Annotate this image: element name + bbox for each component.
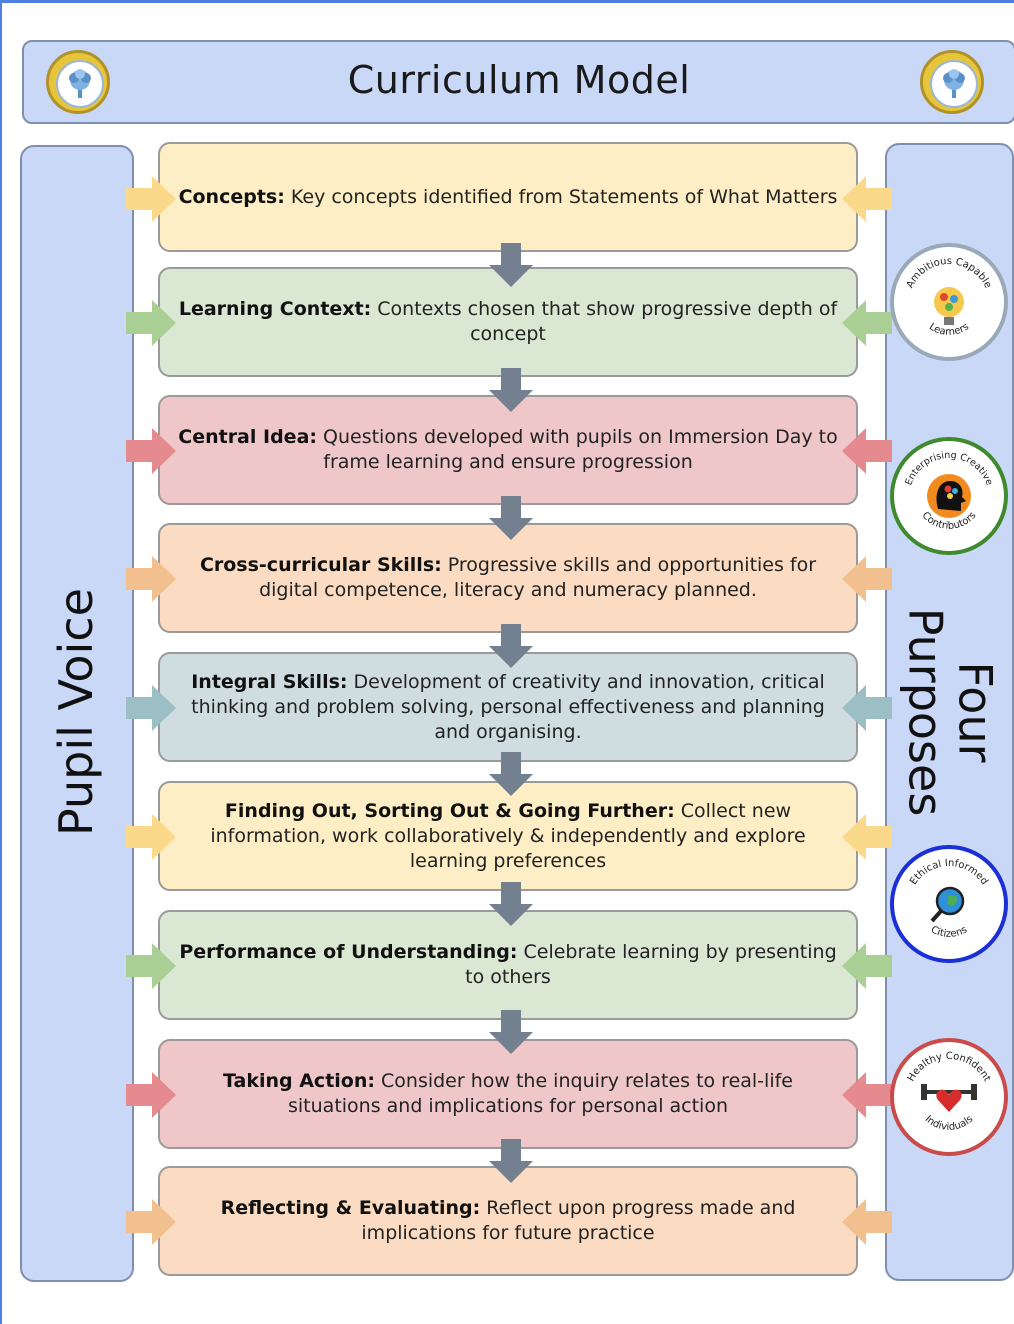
step-description: Progressive skills and opportunities for… — [259, 554, 817, 601]
step-text: Performance of Understanding: Celebrate … — [178, 940, 838, 990]
step-text: Integral Skills: Development of creativi… — [178, 670, 838, 745]
purpose-badge-graphic: Ambitious Capable Learners — [905, 256, 993, 338]
down-arrow-icon — [489, 1139, 533, 1183]
step-text: Concepts: Key concepts identified from S… — [179, 185, 838, 210]
step-description: Contexts chosen that show progressive de… — [371, 298, 838, 345]
heart-weight-icon — [921, 1084, 977, 1112]
page-title: Curriculum Model — [347, 58, 691, 102]
purpose-top-text: Healthy Confident — [906, 1051, 993, 1084]
step-text: Finding Out, Sorting Out & Going Further… — [178, 799, 838, 874]
step-heading: Performance of Understanding: — [179, 941, 518, 963]
right-arrow-icon — [126, 176, 176, 222]
step-heading: Learning Context: — [178, 298, 372, 320]
four-purposes-line2: Purposes — [899, 607, 953, 817]
head-icon — [927, 474, 971, 518]
step-heading: Central Idea: — [178, 426, 317, 448]
right-arrow-icon — [126, 814, 176, 860]
down-arrow-icon — [489, 1010, 533, 1054]
school-logo-right-icon — [920, 50, 984, 114]
pupil-voice-label: Pupil Voice — [49, 588, 103, 836]
purpose-enterprising-creative-contributors: Enterprising Creative Contributors — [890, 437, 1008, 555]
down-arrow-icon — [489, 624, 533, 668]
step-heading: Integral Skills: — [191, 670, 348, 693]
step-text: Central Idea: Questions developed with p… — [178, 425, 838, 475]
left-arrow-icon — [842, 556, 892, 602]
left-arrow-icon — [842, 300, 892, 346]
step-concepts: Concepts: Key concepts identified from S… — [158, 142, 858, 252]
purpose-top-text: Ambitious Capable — [905, 256, 993, 290]
step-text: Reflecting & Evaluating: Reflect upon pr… — [178, 1196, 838, 1246]
svg-text:Individuals: Individuals — [923, 1114, 976, 1133]
left-border-line — [0, 0, 2, 1324]
right-arrow-icon — [126, 300, 176, 346]
svg-text:Ambitious Capable: Ambitious Capable — [905, 256, 993, 290]
left-arrow-icon — [842, 176, 892, 222]
step-heading: Finding Out, Sorting Out & Going Further… — [224, 799, 675, 822]
step-description: Consider how the inquiry relates to real… — [288, 1070, 793, 1117]
purpose-ethical-informed-citizens: Ethical Informed Citizens — [890, 845, 1008, 963]
purpose-healthy-confident-individuals: Healthy Confident Individuals — [890, 1038, 1008, 1156]
top-border-line — [0, 0, 1014, 3]
right-arrow-icon — [126, 1199, 176, 1245]
step-description: Key concepts identified from Statements … — [284, 185, 838, 208]
right-arrow-icon — [126, 943, 176, 989]
globe-icon — [930, 886, 965, 923]
step-heading: Taking Action: — [223, 1070, 375, 1092]
down-arrow-icon — [489, 496, 533, 540]
right-arrow-icon — [126, 685, 176, 731]
down-arrow-icon — [489, 752, 533, 796]
step-integral-skills: Integral Skills: Development of creativi… — [158, 652, 858, 762]
school-logo-left-icon — [46, 50, 110, 114]
purpose-badge-graphic: Enterprising Creative Contributors — [903, 450, 994, 532]
purpose-badge-graphic: Ethical Informed Citizens — [908, 858, 990, 940]
step-text: Taking Action: Consider how the inquiry … — [178, 1069, 838, 1119]
step-text: Cross-curricular Skills: Progressive ski… — [178, 553, 838, 603]
step-description: Collect new information, work collaborat… — [210, 799, 806, 872]
right-arrow-icon — [126, 1072, 176, 1118]
lightbulb-icon — [934, 287, 964, 325]
step-heading: Reflecting & Evaluating: — [220, 1197, 481, 1219]
down-arrow-icon — [489, 368, 533, 412]
step-central-idea: Central Idea: Questions developed with p… — [158, 395, 858, 505]
step-description: Questions developed with pupils on Immer… — [316, 426, 838, 473]
purpose-top-text: Ethical Informed — [908, 858, 990, 887]
step-text: Learning Context: Contexts chosen that s… — [178, 297, 838, 347]
svg-text:Healthy Confident: Healthy Confident — [906, 1051, 993, 1084]
svg-text:Citizens: Citizens — [929, 924, 969, 940]
svg-text:Ethical Informed: Ethical Informed — [908, 858, 990, 887]
purpose-badge-graphic: Healthy Confident Individuals — [906, 1051, 993, 1133]
purpose-bottom-text: Learners — [927, 321, 971, 338]
down-arrow-icon — [489, 243, 533, 287]
step-heading: Cross-curricular Skills: — [199, 554, 442, 576]
purpose-ambitious-capable-learners: Ambitious Capable Learners — [890, 243, 1008, 361]
right-arrow-icon — [126, 428, 176, 474]
step-description: Reflect upon progress made and implicati… — [361, 1197, 796, 1244]
header-banner: Curriculum Model — [22, 40, 1014, 124]
svg-text:Learners: Learners — [927, 321, 971, 338]
right-arrow-icon — [126, 556, 176, 602]
step-reflecting-evaluating: Reflecting & Evaluating: Reflect upon pr… — [158, 1166, 858, 1276]
four-purposes-line1: Four — [948, 661, 1003, 763]
step-taking-action: Taking Action: Consider how the inquiry … — [158, 1039, 858, 1149]
step-description: Celebrate learning by presenting to othe… — [465, 941, 837, 988]
step-description: Development of creativity and innovation… — [191, 670, 825, 743]
purpose-bottom-text: Individuals — [923, 1114, 976, 1133]
left-arrow-icon — [842, 1072, 892, 1118]
step-learning-context: Learning Context: Contexts chosen that s… — [158, 267, 858, 377]
left-arrow-icon — [842, 428, 892, 474]
left-arrow-icon — [842, 814, 892, 860]
down-arrow-icon — [489, 882, 533, 926]
purpose-bottom-text: Citizens — [929, 924, 969, 940]
left-arrow-icon — [842, 1199, 892, 1245]
step-heading: Concepts: — [178, 185, 285, 208]
left-arrow-icon — [842, 943, 892, 989]
left-arrow-icon — [842, 685, 892, 731]
